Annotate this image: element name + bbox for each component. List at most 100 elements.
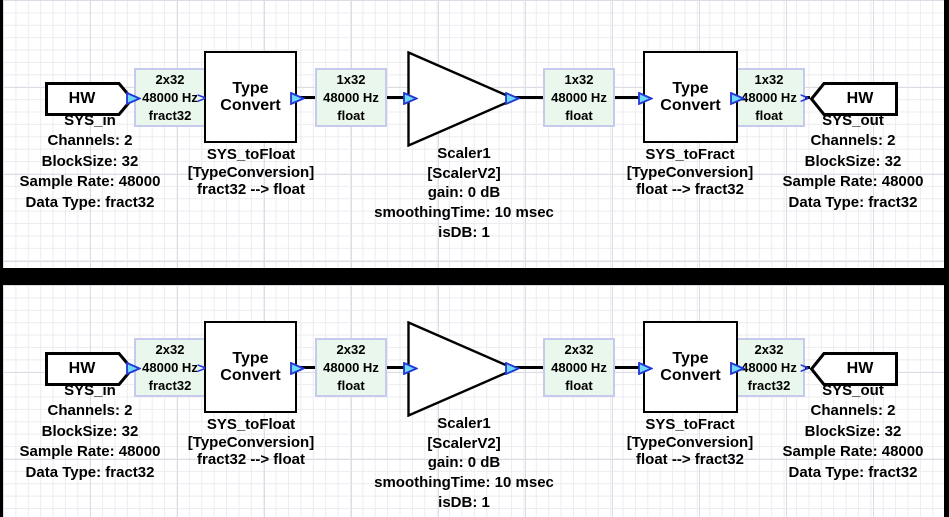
connection-pin-icon[interactable] (730, 92, 745, 105)
type_convert_in-caption-line: fract32 --> float (197, 451, 305, 469)
wire-info-line: 2x32 (336, 342, 366, 357)
connection-pin-icon[interactable] (403, 362, 418, 375)
hw_in-caption-line: Channels: 2 (47, 132, 133, 150)
connection-pin-icon[interactable] (290, 92, 305, 105)
hw_in-caption-line: Sample Rate: 48000 (19, 443, 161, 461)
wire-info-line: float (565, 378, 593, 394)
connection-pin-icon[interactable] (638, 362, 653, 375)
wire-info-line: 48000 Hz (142, 360, 198, 376)
hw-input-title: HW (68, 360, 96, 377)
connection-pin-icon[interactable] (730, 362, 745, 375)
hw_out-caption-line: BlockSize: 32 (804, 422, 902, 440)
hw_in-caption-line: Sample Rate: 48000 (19, 173, 161, 191)
type_convert_out-caption-line: float --> fract32 (636, 181, 744, 199)
hw-output-block[interactable] (810, 352, 898, 386)
wire-info-line: fract32 (148, 378, 192, 394)
input-pin-chevron-icon[interactable]: > (800, 360, 809, 377)
wire-info-line: 2x32 (754, 342, 784, 357)
type-convert-in-title: Type Convert (220, 350, 281, 384)
scaler-block[interactable] (407, 51, 517, 147)
scaler-caption-line: isDB: 1 (438, 493, 490, 511)
scaler-caption-line: isDB: 1 (438, 223, 490, 241)
input-pin-chevron-icon[interactable]: > (800, 90, 809, 107)
hw-output-title: HW (846, 90, 874, 107)
type-convert-in-block[interactable]: Type Convert (204, 321, 297, 413)
scaler-caption-line: [ScalerV2] (427, 164, 501, 182)
hw_out-caption-line: Data Type: fract32 (788, 193, 918, 211)
type_convert_out-caption: SYS_toFract[TypeConversion]float --> fra… (595, 146, 785, 199)
connection-pin-icon[interactable] (126, 92, 141, 105)
hw-input-block[interactable] (45, 82, 134, 116)
wire-info-line: 2x32 (564, 342, 594, 357)
connection-pin-icon[interactable] (403, 92, 418, 105)
input-pin-chevron-icon[interactable]: > (197, 90, 206, 107)
wire-info-line: 2x32 (155, 342, 185, 357)
type_convert_out-caption: SYS_toFract[TypeConversion]float --> fra… (595, 416, 785, 469)
wire-info-line: float (755, 108, 783, 124)
hw_in-caption-line: Data Type: fract32 (25, 463, 155, 481)
wire-info-line: float (337, 108, 365, 124)
hw_in-caption-line: Data Type: fract32 (25, 193, 155, 211)
wire-info-line: 48000 Hz (741, 90, 797, 106)
type_convert_out-caption-line: SYS_toFract (645, 146, 735, 163)
connection-pin-icon[interactable] (505, 362, 520, 375)
wire-info-line: 48000 Hz (551, 90, 607, 106)
hw_in-caption-line: BlockSize: 32 (41, 152, 139, 170)
wire-info-line: float (337, 378, 365, 394)
type-convert-in-block[interactable]: Type Convert (204, 51, 297, 143)
hw-input-title: HW (68, 90, 96, 107)
hw_out-caption-line: Data Type: fract32 (788, 463, 918, 481)
scaler-caption-line: [ScalerV2] (427, 434, 501, 452)
hw_in-caption-line: SYS_in (64, 382, 116, 399)
wire-info-line: 2x32 (155, 72, 185, 87)
wire-info-line: fract32 (747, 378, 791, 394)
hw_in-caption-line: Channels: 2 (47, 402, 133, 420)
type-convert-in-title: Type Convert (220, 80, 281, 114)
hw_in-caption-line: BlockSize: 32 (41, 422, 139, 440)
hw_out-caption-line: SYS_out (822, 382, 884, 399)
type_convert_in-caption-line: SYS_toFloat (206, 146, 296, 163)
hw_in-caption-line: SYS_in (64, 112, 116, 129)
connection-pin-icon[interactable] (505, 92, 520, 105)
wire-info-line: 48000 Hz (142, 90, 198, 106)
type_convert_out-caption-line: SYS_toFract (645, 416, 735, 433)
wire-info-line: float (565, 108, 593, 124)
wire-info-line: 48000 Hz (323, 90, 379, 106)
hw-output-block[interactable] (810, 82, 898, 116)
hw_out-caption-line: BlockSize: 32 (804, 152, 902, 170)
scaler-caption-line: Scaler1 (437, 145, 491, 162)
wire-info-line: 48000 Hz (551, 360, 607, 376)
type_convert_in-caption-line: SYS_toFloat (206, 416, 296, 433)
scaler-caption-line: gain: 0 dB (427, 184, 501, 202)
connection-pin-icon[interactable] (290, 362, 305, 375)
scaler-block[interactable] (407, 321, 517, 417)
wire-info-label: 2x32 48000 Hz fract32 (134, 338, 206, 397)
connection-pin-icon[interactable] (126, 362, 141, 375)
connection-pin-icon[interactable] (638, 92, 653, 105)
scaler-caption-line: smoothingTime: 10 msec (374, 204, 554, 222)
hw-input-block[interactable] (45, 352, 134, 386)
wire-info-line: 48000 Hz (323, 360, 379, 376)
hw-output-title: HW (846, 360, 874, 377)
wire-info-line: 1x32 (564, 72, 594, 87)
type-convert-out-block[interactable]: Type Convert (643, 321, 738, 413)
hw_out-caption-line: Sample Rate: 48000 (782, 443, 924, 461)
type-convert-out-block[interactable]: Type Convert (643, 51, 738, 143)
wire-info-label: 1x32 48000 Hz float (543, 68, 615, 127)
input-pin-chevron-icon[interactable]: > (197, 360, 206, 377)
hw_out-caption-line: Sample Rate: 48000 (782, 173, 924, 191)
wire-info-label: 2x32 48000 Hz float (315, 338, 387, 397)
type_convert_in-caption-line: fract32 --> float (197, 181, 305, 199)
type_convert_out-caption-line: [TypeConversion] (626, 433, 754, 451)
hw_out-caption-line: Channels: 2 (810, 132, 896, 150)
wire-info-line: fract32 (148, 108, 192, 124)
type_convert_out-caption-line: float --> fract32 (636, 451, 744, 469)
